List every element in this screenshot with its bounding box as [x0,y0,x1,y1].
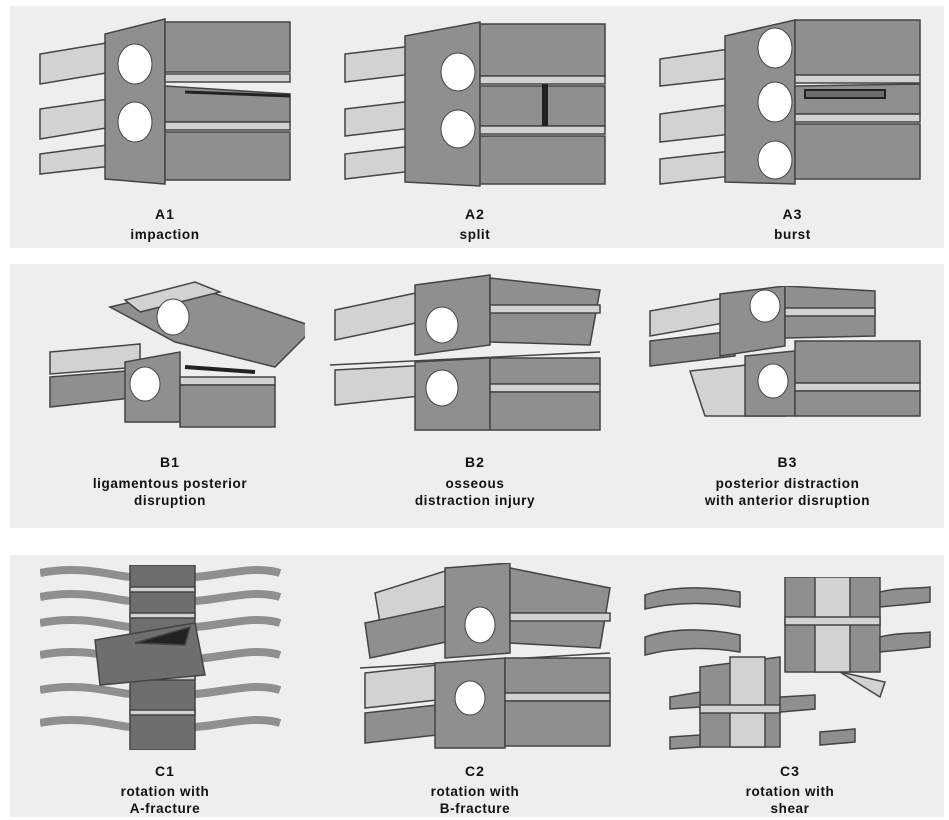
fracture-c3: C3 rotation with shear [640,555,940,817]
description-line-1: split [335,226,615,243]
fracture-b3: B3 posterior distraction with anterior d… [635,264,940,528]
description-line-2: distraction injury [330,492,620,509]
description-line-1: rotation with [640,783,940,800]
description-line-1: posterior distraction [635,475,940,492]
vertebra-ligament-disruption-icon [45,272,305,432]
vertebra-osseous-distraction-icon [330,270,610,435]
vertebra-rotation-b-icon [345,563,615,753]
code-label: B1 [25,454,315,470]
description-line-1: osseous [330,475,620,492]
description-line-1: impaction [25,226,305,243]
code-label: B3 [635,454,940,470]
type-b-panel: B1 ligamentous posterior disruption B2 o… [10,264,944,528]
code-label: C3 [640,763,940,779]
fracture-a1: A1 impaction [25,6,305,248]
description-line-1: burst [650,226,935,243]
vertebra-burst-icon [655,14,930,194]
fracture-a3: A3 burst [650,6,935,248]
code-label: A3 [650,206,935,222]
description-line-2: B-fracture [330,800,620,817]
code-label: A1 [25,206,305,222]
description-line-2: A-fracture [20,800,310,817]
code-label: B2 [330,454,620,470]
fracture-c2: C2 rotation with B-fracture [330,555,620,817]
description-line-1: ligamentous posterior [25,475,315,492]
fracture-b1: B1 ligamentous posterior disruption [25,264,315,528]
fracture-c1: C1 rotation with A-fracture [20,555,310,817]
vertebra-anterior-disruption-icon [645,286,930,426]
fracture-b2: B2 osseous distraction injury [330,264,620,528]
code-label: C2 [330,763,620,779]
type-c-panel: C1 rotation with A-fracture C2 [10,555,944,817]
vertebra-rotation-a-icon [40,565,285,750]
vertebra-impaction-icon [35,14,295,189]
fracture-a2: A2 split [335,6,615,248]
description-line-2: with anterior disruption [635,492,940,509]
type-a-panel: A1 impaction A2 split [10,6,944,248]
code-label: A2 [335,206,615,222]
description-line-2: shear [640,800,940,817]
description-line-1: rotation with [330,783,620,800]
code-label: C1 [20,763,310,779]
description-line-2: disruption [25,492,315,509]
vertebra-split-icon [340,14,610,194]
description-line-1: rotation with [20,783,310,800]
vertebra-rotation-shear-icon [640,577,935,757]
